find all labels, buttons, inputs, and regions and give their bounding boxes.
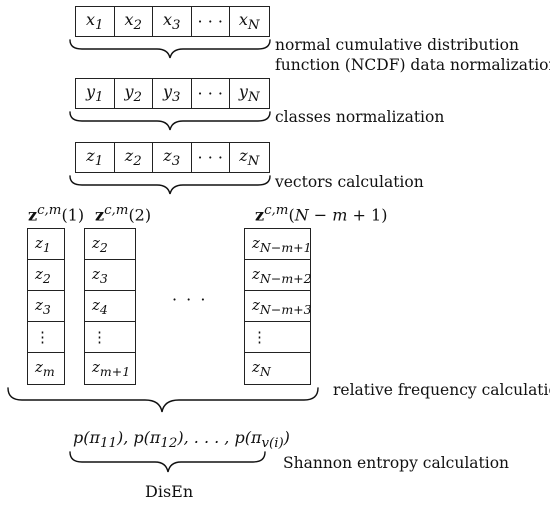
- x-cell: x1: [76, 7, 115, 36]
- vector-cell-vdots: ⋮: [85, 322, 135, 353]
- vector-cell: z1: [28, 229, 64, 260]
- z-cell: z3: [153, 143, 192, 172]
- classes-normalization-label: classes normalization: [275, 108, 445, 126]
- vector-title-last: zc,m(N − m + 1): [255, 203, 388, 225]
- brace-3: [69, 175, 271, 195]
- vector-cell: zm+1: [92, 358, 131, 379]
- z-cell: z2: [115, 143, 153, 172]
- y-cell: yN: [238, 81, 260, 106]
- y-cell: y2: [115, 79, 153, 108]
- z-cell-ellipsis: · · ·: [192, 143, 230, 172]
- x-cell-ellipsis: · · ·: [192, 7, 230, 36]
- y-cell: y3: [153, 79, 192, 108]
- z-cell: zN: [239, 145, 260, 170]
- relative-frequency-label: relative frequency calculation: [333, 381, 550, 399]
- vector-cell-vdots: ⋮: [245, 322, 310, 353]
- y-sequence: y1 y2 y3 · · · yN: [75, 78, 270, 109]
- ncdf-label-line2: function (NCDF) data normalization: [275, 56, 550, 74]
- vector-cell: zm: [35, 358, 55, 379]
- vector-cell: z2: [85, 229, 135, 260]
- vector-cell-vdots: ⋮: [28, 322, 64, 353]
- x-cell: xN: [238, 9, 260, 34]
- vector-title-2: zc,m(2): [95, 203, 152, 225]
- vector-column-1: z1 z2 z3 ⋮ zm: [27, 228, 65, 385]
- vectors-calculation-label: vectors calculation: [275, 173, 424, 191]
- vector-cell: z3: [85, 260, 135, 291]
- vector-cell: zN−m+3: [245, 291, 312, 322]
- disen-output: DisEn: [145, 482, 194, 501]
- vector-title-1: zc,m(1): [28, 203, 85, 225]
- z-cell: z1: [76, 143, 115, 172]
- probability-list: p(π11), p(π12), . . . , p(πv(i)): [73, 428, 290, 452]
- vector-cell: z3: [28, 291, 64, 322]
- columns-ellipsis: · · ·: [172, 290, 208, 309]
- y-cell-ellipsis: · · ·: [192, 79, 230, 108]
- brace-1: [69, 39, 271, 59]
- vector-cell: zN−m+2: [245, 260, 312, 291]
- vector-column-2: z2 z3 z4 ⋮ zm+1: [84, 228, 136, 385]
- vector-cell: z2: [28, 260, 64, 291]
- x-cell: x3: [153, 7, 192, 36]
- brace-5: [69, 451, 266, 473]
- x-cell: x2: [115, 7, 153, 36]
- ncdf-label-line1: normal cumulative distribution: [275, 36, 519, 54]
- vector-cell: z4: [85, 291, 135, 322]
- vector-cell: zN: [252, 358, 271, 379]
- brace-2: [69, 111, 271, 131]
- x-sequence: x1 x2 x3 · · · xN: [75, 6, 270, 37]
- y-cell: y1: [76, 79, 115, 108]
- vector-column-last: zN−m+1 zN−m+2 zN−m+3 ⋮ zN: [244, 228, 312, 385]
- z-sequence: z1 z2 z3 · · · zN: [75, 142, 270, 173]
- brace-4: [7, 387, 319, 413]
- shannon-entropy-label: Shannon entropy calculation: [283, 454, 510, 472]
- vector-cell: zN−m+1: [245, 229, 312, 260]
